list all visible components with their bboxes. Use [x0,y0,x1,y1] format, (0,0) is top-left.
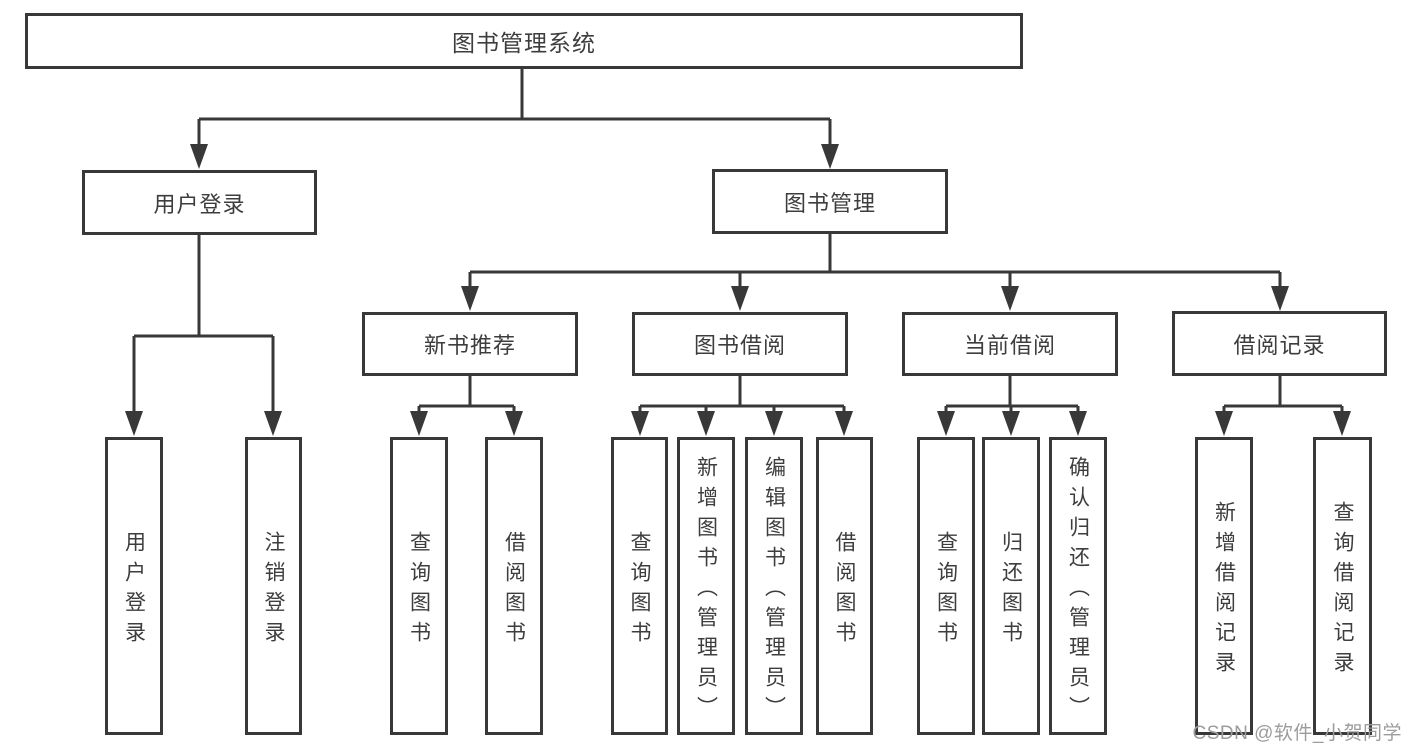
node-label: 注销登录 [262,530,285,651]
leaf-query-books-current: 查询图书 [917,437,975,735]
node-book-management: 图书管理 [712,169,948,234]
node-label: 图书管理系统 [452,30,596,56]
leaf-return-book: 归还图书 [982,437,1040,735]
node-borrow-records: 借阅记录 [1172,311,1387,376]
node-label: 用户登录 [122,530,146,651]
leaf-confirm-return-admin: 确认归还（管理员） [1049,437,1107,735]
leaf-borrow-books-recommend: 借阅图书 [485,437,543,735]
node-label: 当前借阅 [963,333,1056,358]
csdn-watermark: CSDN @软件_小贺同学 [1192,723,1402,744]
node-label: 借阅图书 [833,530,856,651]
leaf-logout: 注销登录 [245,437,302,735]
node-label: 图书管理 [783,190,876,216]
node-label: 用户登录 [153,191,246,217]
node-label: 查询图书 [407,530,431,651]
node-label: 借阅记录 [1233,332,1326,358]
leaf-add-borrow-record: 新增借阅记录 [1195,437,1253,735]
node-label: 借阅图书 [502,530,526,651]
node-user-login: 用户登录 [82,170,317,235]
node-label: 归还图书 [999,530,1023,651]
leaf-edit-book-admin: 编辑图书（管理员） [745,437,803,735]
node-label: 查询图书 [934,530,958,651]
node-label: 新书推荐 [423,333,516,358]
node-label: 查询图书 [628,530,651,651]
node-label: 编辑图书（管理员） [762,455,786,726]
node-label: 新增借阅记录 [1212,500,1236,681]
node-library-management-system: 图书管理系统 [25,13,1023,69]
leaf-query-borrow-record: 查询借阅记录 [1313,437,1372,735]
leaf-borrow-books: 借阅图书 [816,437,873,735]
node-book-borrow: 图书借阅 [632,312,848,376]
node-label: 新增图书（管理员） [694,455,718,726]
leaf-user-login: 用户登录 [105,437,163,735]
node-current-borrow: 当前借阅 [902,312,1118,376]
node-label: 图书借阅 [693,333,786,358]
node-new-book-recommend: 新书推荐 [362,312,578,376]
leaf-query-books-recommend: 查询图书 [390,437,448,735]
leaf-add-book-admin: 新增图书（管理员） [677,437,735,735]
node-label: 查询借阅记录 [1331,500,1354,681]
node-label: 确认归还（管理员） [1066,455,1090,726]
leaf-query-books-borrow: 查询图书 [611,437,668,735]
